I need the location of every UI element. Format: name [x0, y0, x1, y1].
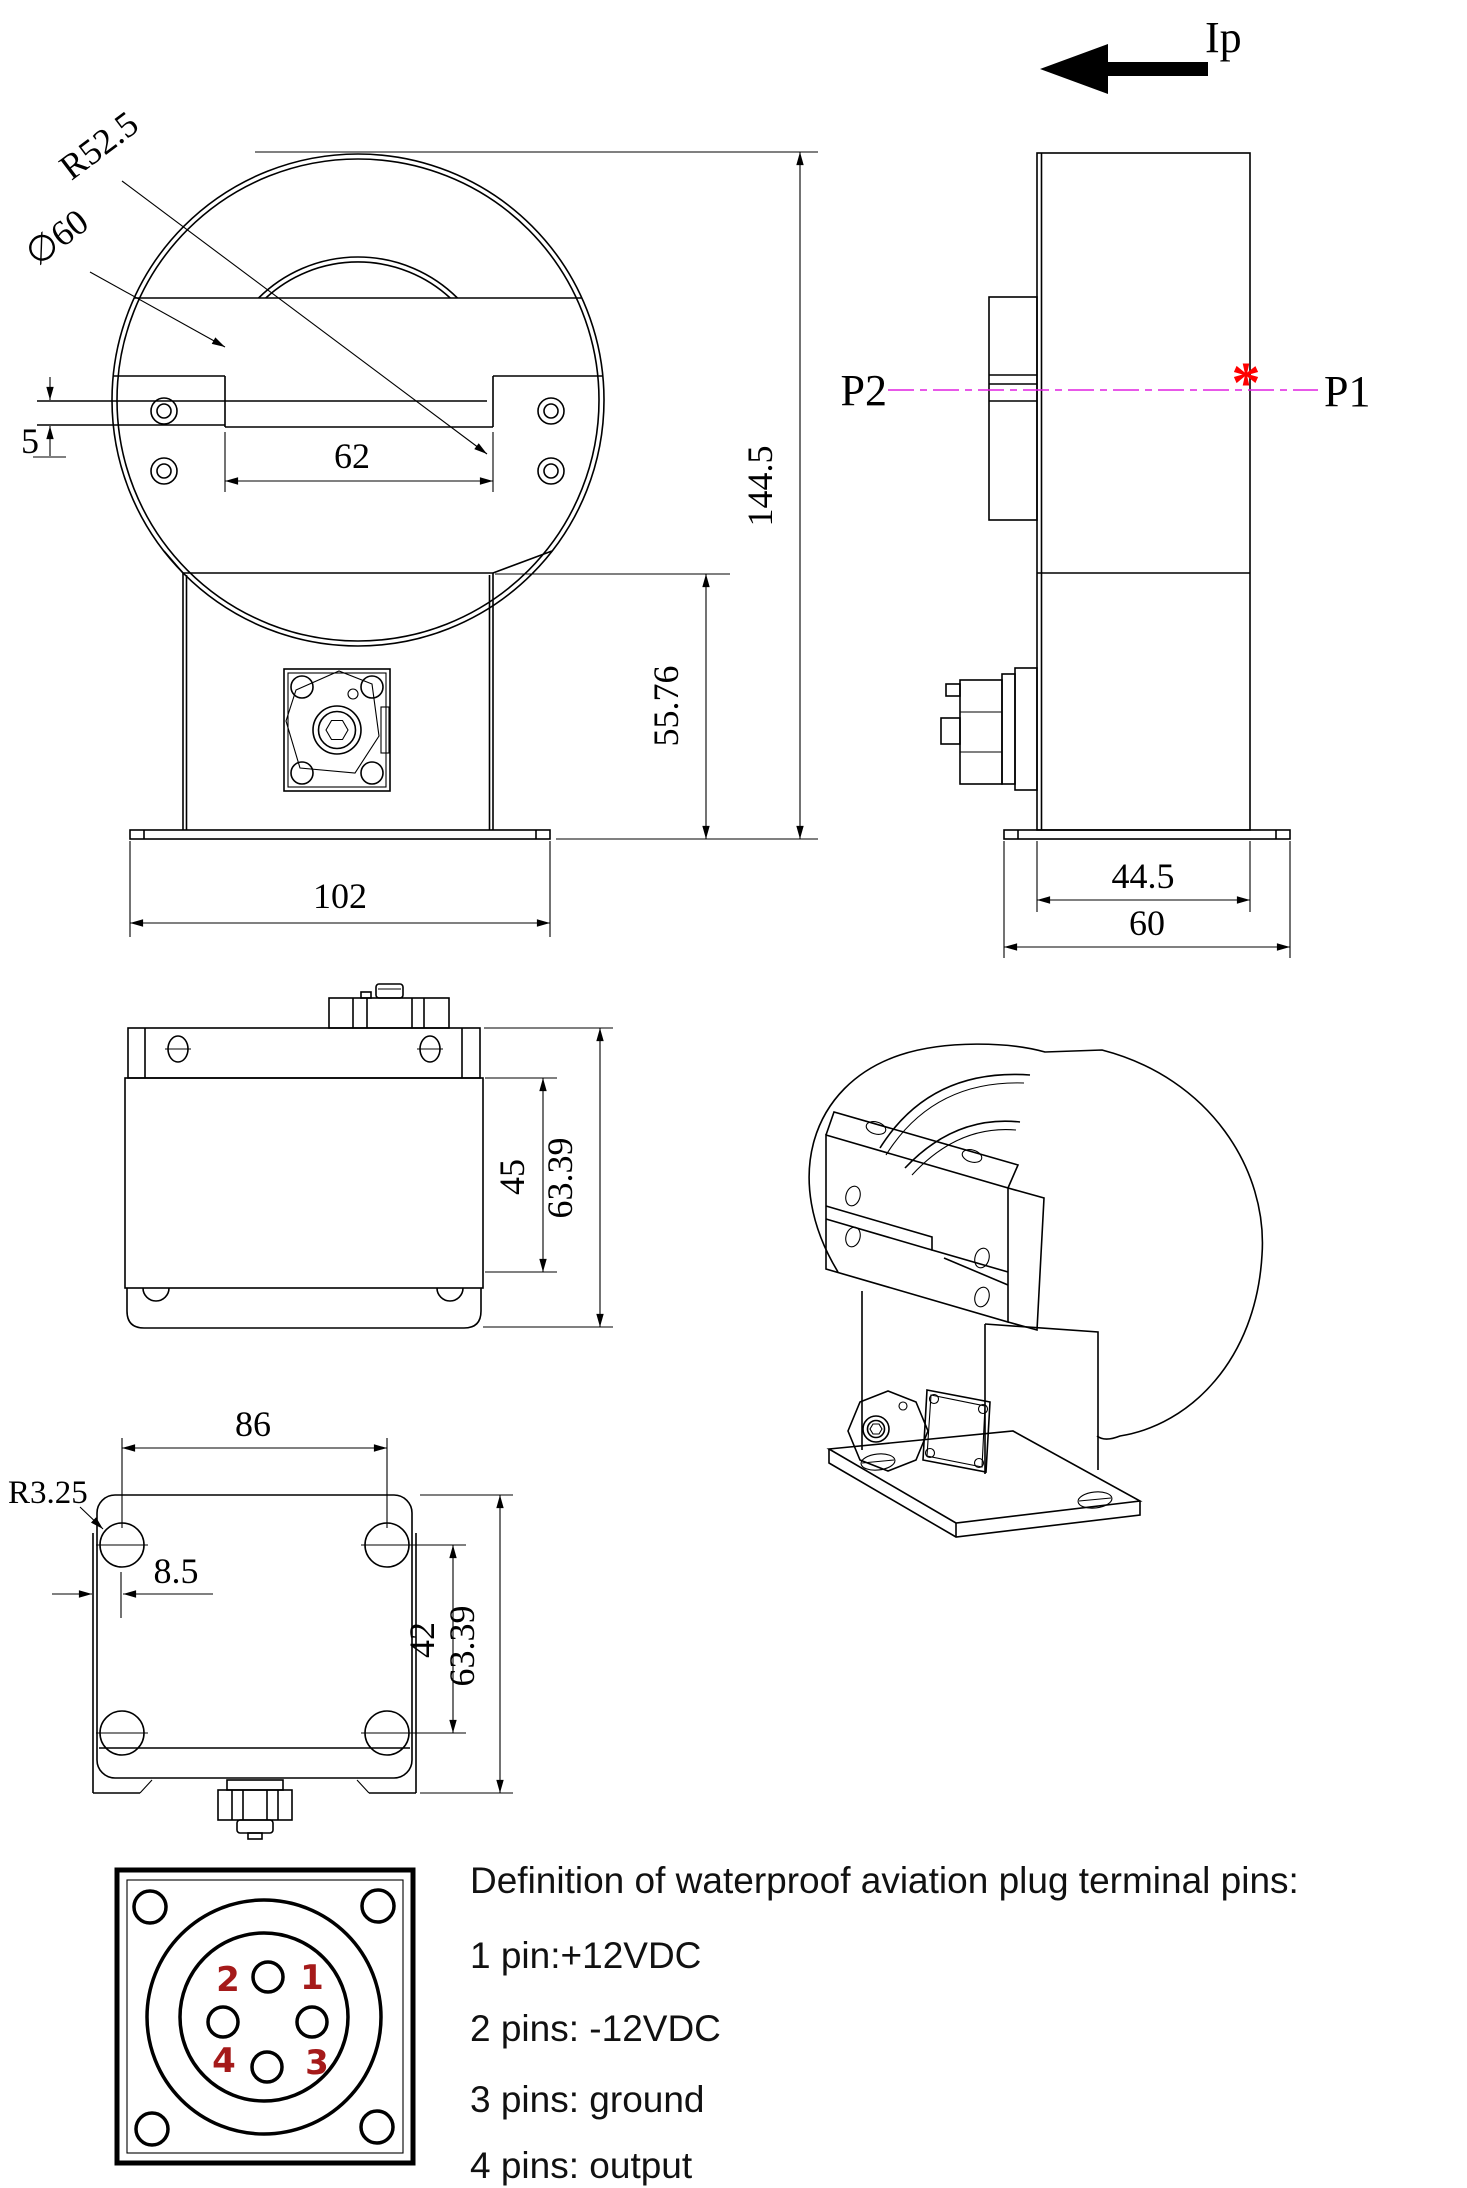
- dim-inner-depth: 45: [492, 1159, 532, 1195]
- pin-number-3: 3: [305, 2043, 329, 2083]
- dim-edge-offset: 8.5: [154, 1551, 199, 1591]
- plug-outer-ring: [145, 1898, 383, 2136]
- bottom-view-geometry: [92, 1494, 417, 1840]
- dim-radius: R52.5: [52, 103, 146, 187]
- dim-clamp-gap: 5: [21, 421, 39, 461]
- dim-hole-spacing-x: 86: [235, 1404, 271, 1444]
- dim-corner-radius: R3.25: [8, 1475, 88, 1511]
- notes-line-3: 3 pins: ground: [470, 2079, 705, 2120]
- top-view: 45 63.39: [124, 983, 613, 1329]
- top-view-dimensions: 45 63.39: [483, 1027, 613, 1328]
- label-p1: P1: [1324, 367, 1370, 416]
- notes-line-1: 1 pin:+12VDC: [470, 1935, 701, 1976]
- side-view-geometry: [940, 152, 1291, 840]
- front-view-geometry: [37, 153, 605, 840]
- pin-definition-notes: Definition of waterproof aviation plug t…: [470, 1860, 1299, 2186]
- front-view: 144.5 55.76 102 62 5 R52.5 ∅60: [18, 103, 818, 937]
- polarity-asterisk: *: [1232, 350, 1261, 415]
- side-view: 44.5 60 P2 P1 * Ip: [841, 13, 1371, 958]
- dim-base-width: 102: [313, 876, 367, 916]
- bottom-view-dimensions: 86 R3.25 8.5 42 63.39: [8, 1404, 513, 1794]
- dim-overall-depth-top: 63.39: [540, 1138, 580, 1219]
- front-view-dimensions: 144.5 55.76 102 62 5 R52.5 ∅60: [18, 103, 818, 937]
- dim-base-depth: 60: [1129, 903, 1165, 943]
- pin-number-2: 2: [216, 1960, 240, 2000]
- pinout-diagram: 2 1 4 3: [114, 1867, 416, 2166]
- pin-hole-top: [251, 1960, 285, 1994]
- notes-line-4: 4 pins: output: [470, 2145, 693, 2186]
- dim-bore-diameter: ∅60: [18, 201, 96, 273]
- notes-title: Definition of waterproof aviation plug t…: [470, 1860, 1299, 1901]
- label-p2: P2: [841, 366, 887, 415]
- label-ip: Ip: [1205, 13, 1242, 62]
- dim-total-height: 144.5: [740, 446, 780, 527]
- bottom-view: 86 R3.25 8.5 42 63.39: [8, 1404, 513, 1840]
- pin-number-4: 4: [212, 2041, 236, 2081]
- pin-hole-bottom: [250, 2050, 284, 2084]
- pin-hole-left: [206, 2005, 240, 2039]
- current-direction-arrow-icon: [1040, 44, 1208, 94]
- dim-body-height: 55.76: [646, 666, 686, 747]
- pin-hole-right: [295, 2005, 329, 2039]
- pin-number-1: 1: [300, 1958, 324, 1998]
- dim-overall-depth-bottom: 63.39: [442, 1606, 482, 1687]
- plug-inner-ring: [178, 1931, 350, 2103]
- top-view-geometry: [124, 983, 484, 1329]
- dim-window-width: 62: [334, 436, 370, 476]
- side-view-dimensions: 44.5 60: [1003, 841, 1291, 958]
- dim-hole-spacing-y: 42: [402, 1622, 442, 1658]
- primary-current-annotation: P2 P1 * Ip: [841, 13, 1371, 416]
- notes-line-2: 2 pins: -12VDC: [470, 2008, 721, 2049]
- isometric-view: [808, 1043, 1264, 1538]
- dim-body-depth: 44.5: [1112, 856, 1175, 896]
